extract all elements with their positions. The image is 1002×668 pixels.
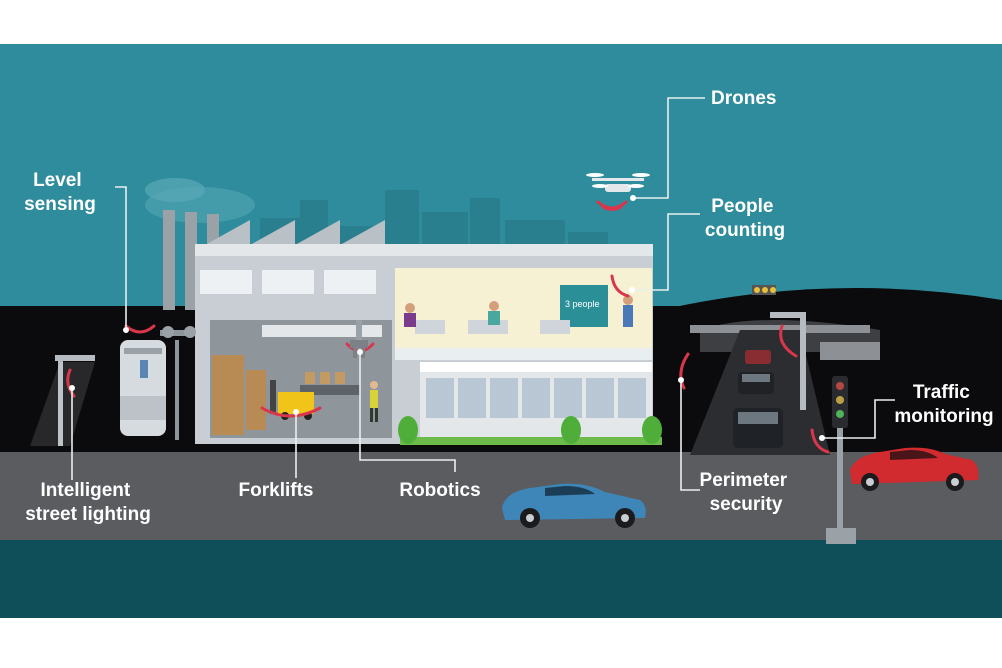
label-people-counting-line2: counting [705, 220, 785, 241]
foreground-band [0, 540, 1002, 618]
bushes [398, 416, 662, 444]
label-forklifts: Forklifts [239, 480, 314, 501]
label-people-counting-line1: People [711, 196, 773, 217]
perimeter-sensor-icon [679, 352, 690, 390]
red-car [850, 447, 979, 491]
level-sensor-icon [124, 324, 156, 334]
label-robotics: Robotics [399, 480, 480, 501]
road [0, 452, 1002, 540]
label-people-counting: People counting [705, 196, 785, 241]
people-sensor-icon [610, 274, 630, 298]
factory-building: 3 people [195, 220, 662, 445]
traffic-sensor-icon [810, 428, 830, 454]
label-intelligent-street-lighting: Intelligent street lighting [25, 480, 151, 525]
label-street-lighting-line2: street lighting [25, 504, 151, 525]
label-traffic-monitoring: Traffic monitoring [894, 382, 993, 427]
forklift-sensor-icon [260, 406, 322, 418]
chimneys [145, 178, 255, 310]
blue-car [502, 483, 646, 528]
label-street-lighting-line1: Intelligent [40, 480, 130, 501]
traffic-signal [826, 376, 856, 544]
label-perimeter-security-line1: Perimeter [700, 470, 788, 491]
label-traffic-monitoring-line1: Traffic [913, 382, 970, 403]
storage-tank [120, 326, 196, 440]
label-traffic-monitoring-line2: monitoring [894, 406, 993, 427]
label-level-sensing: Level sensing [24, 170, 96, 215]
label-level-sensing-line2: sensing [24, 194, 96, 215]
label-level-sensing-line1: Level [33, 170, 82, 191]
street-lamp-right [770, 312, 806, 410]
robotic-arm [350, 320, 368, 358]
label-drones: Drones [711, 88, 776, 109]
label-perimeter-security-line2: security [710, 494, 783, 515]
label-perimeter-security: Perimeter security [700, 470, 793, 515]
leader-lines [69, 97, 895, 491]
lamp-sensor-icon [779, 324, 798, 358]
people-count-screen-text: 3 people [565, 299, 600, 309]
queued-cars [733, 350, 783, 448]
street-lamp [30, 355, 95, 446]
drone-icon [586, 173, 650, 192]
overhead-traffic-light [752, 285, 776, 295]
